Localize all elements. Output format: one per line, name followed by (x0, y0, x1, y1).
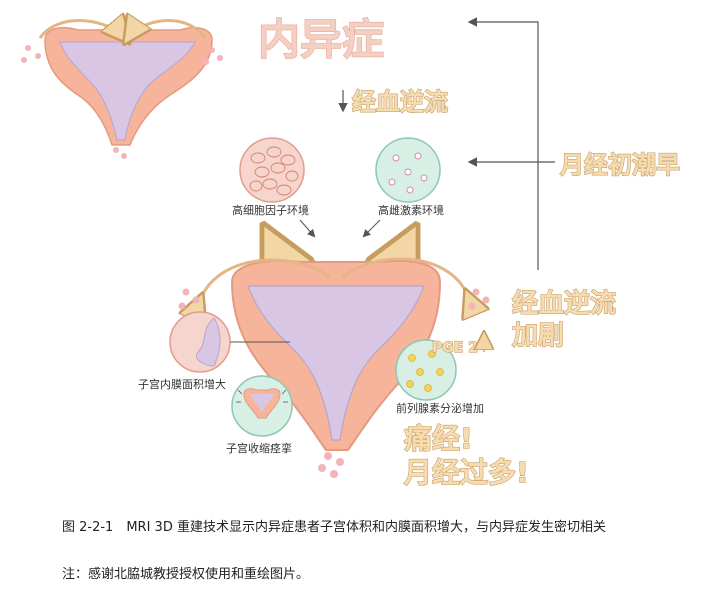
menorrhagia-label: 月经过多! (403, 456, 529, 489)
dysmenorrhea-label: 痛经! (404, 422, 473, 455)
retrograde-worse-label-2: 加剧 (512, 321, 564, 351)
large-uterus (178, 257, 490, 478)
figure-note: 注：感谢北脇城教授授权使用和重绘图片。 (62, 567, 310, 582)
prostaglandin-label: 前列腺素分泌增加 (396, 401, 484, 415)
uterine-contraction-label: 子宫收缩痉挛 (226, 441, 292, 455)
high-cytokine-label: 高细胞因子环境 (232, 203, 309, 217)
estrogen-circle (375, 137, 441, 203)
small-uterus (21, 21, 223, 159)
retrograde-label: 经血逆流 (352, 88, 448, 116)
cytokine-circle (239, 137, 305, 203)
cytokine-to-uterus-arrow (299, 219, 316, 238)
figure-caption: 图 2-2-1 MRI 3D 重建技术显示内异症患者子宫体积和内膜面积增大，与内… (62, 520, 606, 535)
retrograde-worse-label-1: 经血逆流 (512, 288, 616, 319)
blood-drops-small (21, 45, 223, 159)
up-arrow-left (270, 238, 282, 262)
early-menarche-label: 月经初潮早 (559, 151, 680, 179)
high-estrogen-label: 高雌激素环境 (378, 203, 444, 217)
title: 内异症 (258, 15, 384, 64)
prostaglandin-circle (395, 339, 457, 401)
estrogen-to-uterus-arrow (362, 219, 381, 238)
contraction-circle (231, 375, 293, 437)
pge2-label: PGE 2 (432, 340, 478, 356)
endometrium-circle (169, 311, 231, 373)
blood-drops-large (178, 288, 490, 478)
loop-arrow (467, 17, 539, 270)
endometrium-area-label: 子宫内膜面积增大 (138, 377, 226, 391)
